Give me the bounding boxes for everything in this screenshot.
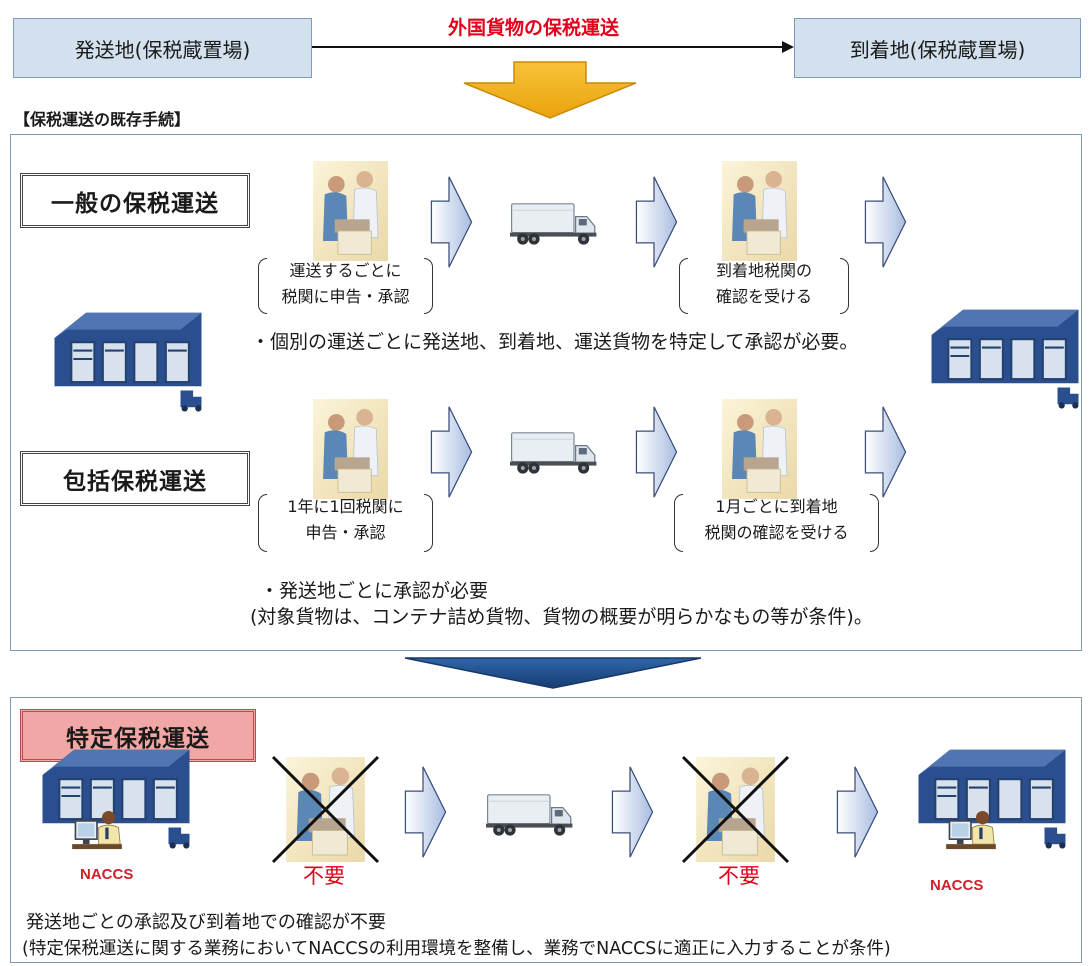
general-step1-line2: 税関に申告・承認 — [281, 287, 410, 306]
customs-photo-crossed-2 — [681, 755, 790, 864]
general-label-box: 一般の保税運送 — [20, 173, 250, 228]
process-arrow-8 — [611, 766, 654, 858]
flow-title: 外国貨物の保税運送 — [448, 17, 620, 39]
navy-down-arrow — [404, 657, 702, 689]
origin-box: 発送地(保税蔵置場) — [13, 18, 312, 78]
process-arrow-7 — [404, 766, 447, 858]
blanket-label: 包括保税運送 — [63, 468, 207, 495]
customs-photo-3 — [312, 399, 389, 499]
customs-photo-1 — [312, 161, 389, 261]
general-step2-line1: 到着地税関の — [715, 261, 812, 280]
truck-icon-2 — [509, 432, 598, 475]
operator-icon-left — [71, 809, 123, 851]
origin-label: 発送地(保税蔵置場) — [74, 37, 251, 62]
unneeded-label-1: 不要 — [303, 864, 345, 888]
specific-note-2: (特定保税運送に関する業務においてNACCSの利用環境を整備し、業務でNACCS… — [22, 939, 891, 959]
blanket-step1-line1: 1年に1回税関に — [287, 497, 404, 516]
existing-procedure-heading: 【保税運送の既存手続】 — [14, 110, 191, 129]
warehouse-origin-icon — [53, 311, 203, 413]
blanket-label-box: 包括保税運送 — [20, 451, 250, 506]
process-arrow-6 — [864, 406, 907, 498]
specific-note-1: 発送地ごとの承認及び到着地での確認が不要 — [26, 912, 386, 933]
truck-icon-3 — [485, 794, 574, 837]
general-step2-line2: 確認を受ける — [715, 287, 812, 306]
warehouse-destination-icon — [930, 308, 1080, 410]
blanket-step1-line2: 申告・承認 — [305, 523, 386, 542]
general-step1-line1: 運送するごとに — [289, 261, 402, 280]
customs-photo-2 — [721, 161, 798, 261]
blanket-step2-line1: 1月ごとに到着地 — [715, 497, 838, 516]
general-step1-bracket: 運送するごとに 税関に申告・承認 — [258, 258, 433, 314]
specific-label: 特定保税運送 — [66, 725, 210, 752]
naccs-label-right: NACCS — [930, 877, 984, 894]
customs-photo-4 — [721, 399, 798, 499]
yellow-down-arrow — [463, 61, 637, 119]
general-note: ・個別の運送ごとに発送地、到着地、運送貨物を特定して承認が必要。 — [251, 331, 859, 353]
process-arrow-3 — [864, 176, 907, 268]
truck-icon-1 — [509, 203, 598, 246]
blanket-step1-bracket: 1年に1回税関に 申告・承認 — [258, 494, 433, 552]
process-arrow-4 — [430, 406, 473, 498]
customs-photo-crossed-1 — [271, 755, 380, 864]
process-arrow-2 — [635, 176, 678, 268]
destination-label: 到着地(保税蔵置場) — [849, 37, 1026, 62]
unneeded-label-2: 不要 — [718, 864, 760, 888]
blanket-step2-line2: 税関の確認を受ける — [704, 523, 849, 542]
process-arrow-1 — [430, 176, 473, 268]
general-label: 一般の保税運送 — [51, 190, 219, 217]
blanket-step2-bracket: 1月ごとに到着地 税関の確認を受ける — [674, 494, 879, 552]
operator-icon-right — [945, 809, 997, 851]
blanket-note-1: ・発送地ごとに承認が必要 — [260, 580, 489, 602]
blanket-note-2: (対象貨物は、コンテナ詰め貨物、貨物の概要が明らかなもの等が条件)。 — [250, 606, 873, 628]
general-step2-bracket: 到着地税関の 確認を受ける — [679, 258, 849, 314]
process-arrow-5 — [635, 406, 678, 498]
destination-box: 到着地(保税蔵置場) — [794, 18, 1081, 78]
process-arrow-9 — [836, 766, 879, 858]
naccs-label-left: NACCS — [80, 866, 134, 883]
flow-arrow — [312, 41, 794, 53]
